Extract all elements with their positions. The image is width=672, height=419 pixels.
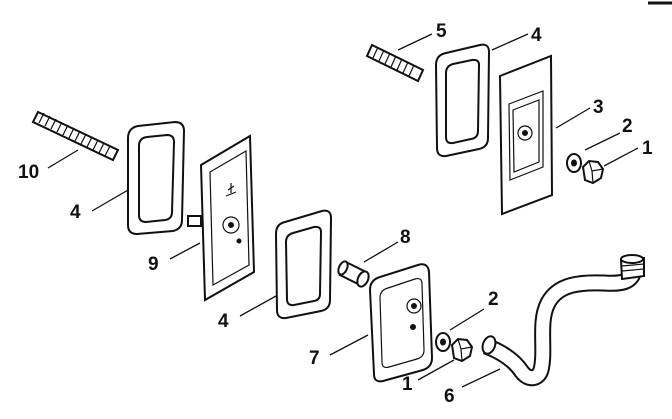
- nut-bottom: [450, 337, 474, 363]
- callout-4-middle: 4: [218, 311, 229, 332]
- leader-4-middle: [239, 295, 277, 317]
- plate-part-7: [368, 263, 434, 383]
- callout-4-top: 4: [531, 25, 542, 46]
- leader-4-top: [491, 33, 529, 51]
- gasket-middle: [274, 209, 333, 320]
- leader-8: [363, 241, 399, 263]
- callout-2-bottom: 2: [488, 289, 499, 310]
- leader-6: [461, 368, 501, 388]
- leader-4-left: [91, 189, 129, 212]
- leader-1-bottom: [417, 359, 455, 381]
- leader-9: [169, 242, 201, 260]
- leader-3: [555, 107, 591, 129]
- plate-part-9: [187, 134, 256, 302]
- callout-7: 7: [309, 348, 320, 369]
- callout-3: 3: [593, 97, 604, 118]
- tube-part-6: [481, 254, 645, 387]
- callout-1-top: 1: [642, 138, 653, 159]
- callout-8: 8: [400, 227, 411, 248]
- plate-part-3: [498, 54, 554, 216]
- callout-4-left: 4: [70, 202, 81, 223]
- leader-5: [397, 33, 433, 51]
- callout-1-bottom: 1: [402, 374, 413, 395]
- washer-bottom: [435, 332, 451, 352]
- callout-6: 6: [444, 386, 455, 407]
- leader-7: [329, 334, 369, 356]
- callout-5: 5: [436, 21, 447, 42]
- leader-2-bottom: [449, 308, 485, 331]
- spacer-part-8: [337, 260, 370, 288]
- leader-10: [47, 149, 79, 169]
- nut-top: [581, 159, 605, 185]
- stud-part-5: [365, 43, 425, 83]
- callout-9: 9: [148, 254, 159, 275]
- leader-2-top: [584, 132, 621, 151]
- callout-10: 10: [18, 162, 39, 183]
- washer-top: [566, 153, 582, 173]
- gasket-left: [127, 120, 186, 236]
- leader-1-top: [603, 147, 639, 167]
- callout-2-top: 2: [622, 116, 633, 137]
- stud-part-10: [31, 110, 120, 162]
- gasket-top: [434, 43, 491, 158]
